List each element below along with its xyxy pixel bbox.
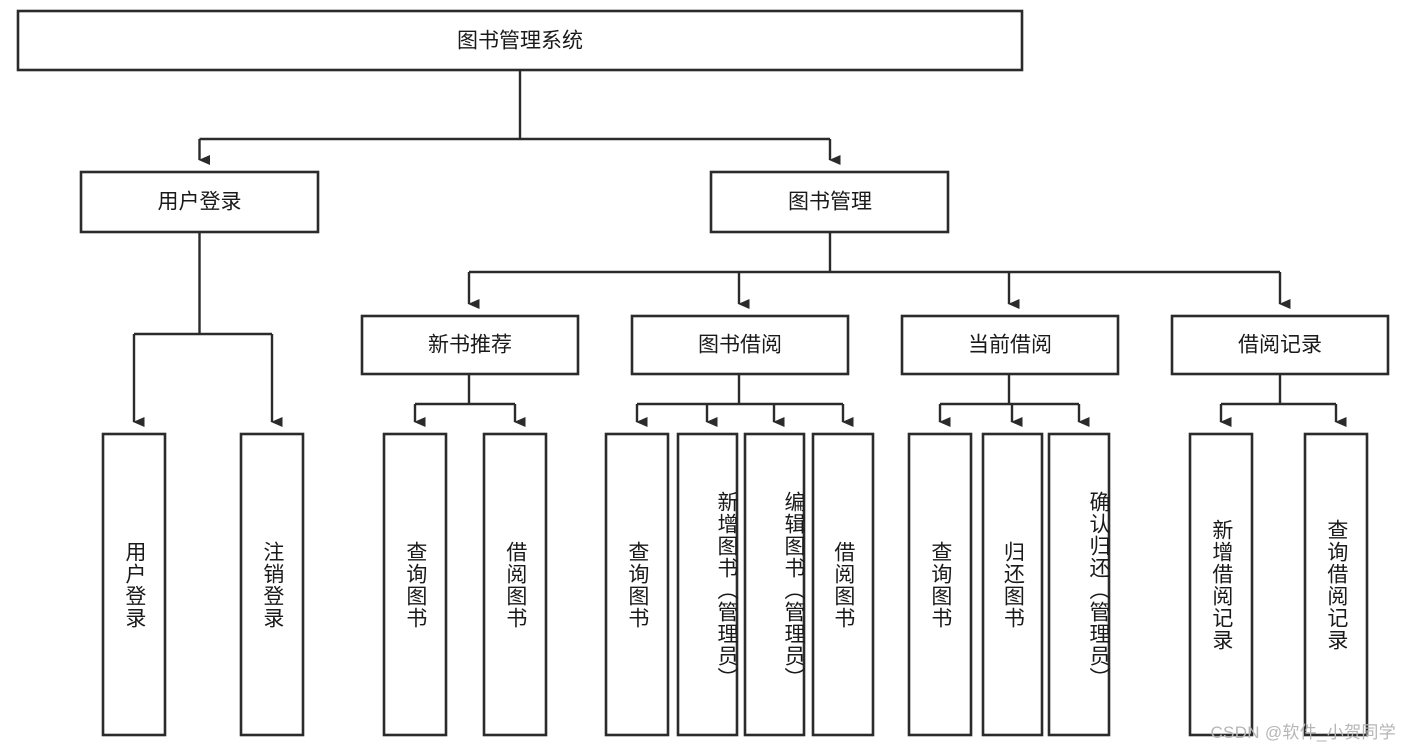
node-label-current-borrow: 当前借阅 (968, 334, 1052, 357)
csdn-watermark: CSDN @软件_小贺同学 (1210, 723, 1396, 742)
node-box-leaf-borrow-book-1[interactable] (482, 432, 548, 737)
node-label-book-borrow: 图书借阅 (698, 334, 782, 357)
node-box-leaf-user-login[interactable] (101, 432, 167, 737)
connector-group-borrow-record (1219, 374, 1347, 427)
connector-group-current-borrow (938, 374, 1090, 427)
node-label-user-login: 用户登录 (158, 191, 242, 214)
node-label-book-manage: 图书管理 (788, 191, 872, 214)
node-box-leaf-query-book-2[interactable] (604, 432, 670, 737)
node-label-root: 图书管理系统 (457, 30, 583, 53)
connector-group-book-manage (467, 232, 1291, 309)
node-label-borrow-record: 借阅记录 (1238, 334, 1322, 357)
node-box-leaf-add-record[interactable] (1188, 432, 1254, 737)
node-box-book-borrow[interactable] (630, 314, 850, 376)
node-box-root[interactable] (16, 9, 1024, 72)
connector-group-user-login (132, 232, 283, 427)
node-box-leaf-add-book[interactable] (676, 432, 739, 737)
connector-group-root (198, 70, 841, 165)
node-box-leaf-edit-book[interactable] (743, 432, 806, 737)
connector-group-book-borrow (635, 374, 854, 427)
node-label-new-book-rec: 新书推荐 (428, 334, 512, 357)
node-box-borrow-record[interactable] (1170, 314, 1390, 376)
node-box-user-login[interactable] (79, 170, 320, 234)
node-box-current-borrow[interactable] (900, 314, 1120, 376)
node-box-leaf-borrow-book-2[interactable] (811, 432, 875, 737)
node-box-leaf-confirm-return[interactable] (1047, 432, 1111, 737)
connector-group-new-book-rec (413, 374, 526, 427)
node-box-leaf-query-book-1[interactable] (382, 432, 448, 737)
node-box-leaf-return-book[interactable] (981, 432, 1044, 737)
node-box-leaf-query-book-3[interactable] (907, 432, 973, 737)
node-box-new-book-rec[interactable] (360, 314, 580, 376)
node-box-leaf-logout[interactable] (239, 432, 305, 737)
node-box-leaf-query-record[interactable] (1303, 432, 1369, 737)
node-box-book-manage[interactable] (709, 170, 950, 234)
